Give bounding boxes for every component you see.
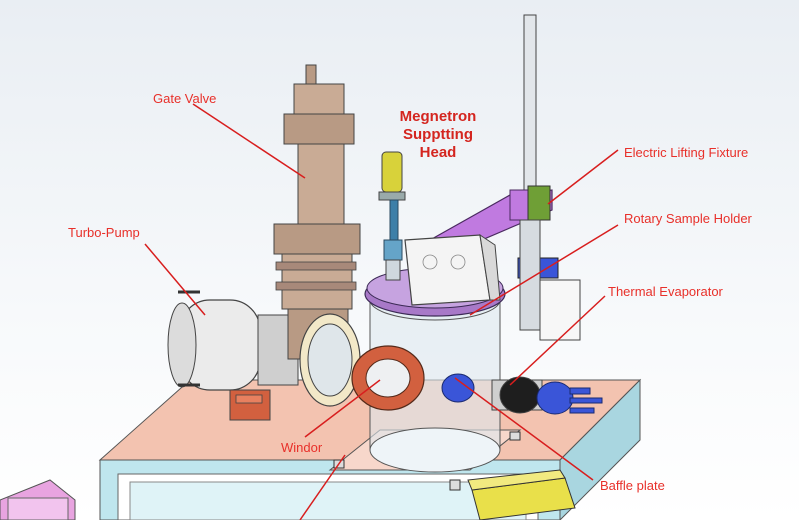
label-baffle-plate: Baffle plate bbox=[600, 478, 665, 493]
leader-gate-valve bbox=[192, 103, 306, 179]
electric-lifting-fixture bbox=[429, 14, 581, 341]
leader-lifting-fixture bbox=[547, 149, 619, 205]
leader-thermal-evaporator bbox=[509, 295, 606, 386]
thermal-evaporator bbox=[491, 376, 603, 415]
window-flange bbox=[351, 345, 425, 411]
leader-window bbox=[304, 379, 381, 438]
rotary-sample-holder bbox=[404, 233, 501, 306]
label-electric-lifting-fixture: Electric Lifting Fixture bbox=[624, 145, 749, 160]
magnetron-head bbox=[378, 151, 406, 281]
label-gate-valve: Gate Valve bbox=[153, 91, 217, 106]
label-window: Windor bbox=[281, 440, 323, 455]
side-cabinet bbox=[0, 479, 76, 520]
leader-rotary-holder bbox=[469, 224, 619, 316]
label-turbo-pump: Turbo-Pump bbox=[68, 225, 140, 240]
baffle-plate bbox=[441, 373, 475, 403]
label-rotary-sample-holder: Rotary Sample Holder bbox=[624, 211, 752, 226]
leader-baffle-plate bbox=[454, 377, 594, 481]
leader-turbo-pump bbox=[144, 243, 206, 316]
label-magnetron-head: Megnetron Supptting Head bbox=[399, 108, 477, 161]
gate-valve bbox=[273, 64, 361, 407]
leader-lines bbox=[144, 103, 619, 520]
label-thermal-evaporator: Thermal Evaporator bbox=[608, 284, 723, 299]
power-module bbox=[467, 469, 576, 520]
leader-bottom bbox=[299, 454, 346, 520]
